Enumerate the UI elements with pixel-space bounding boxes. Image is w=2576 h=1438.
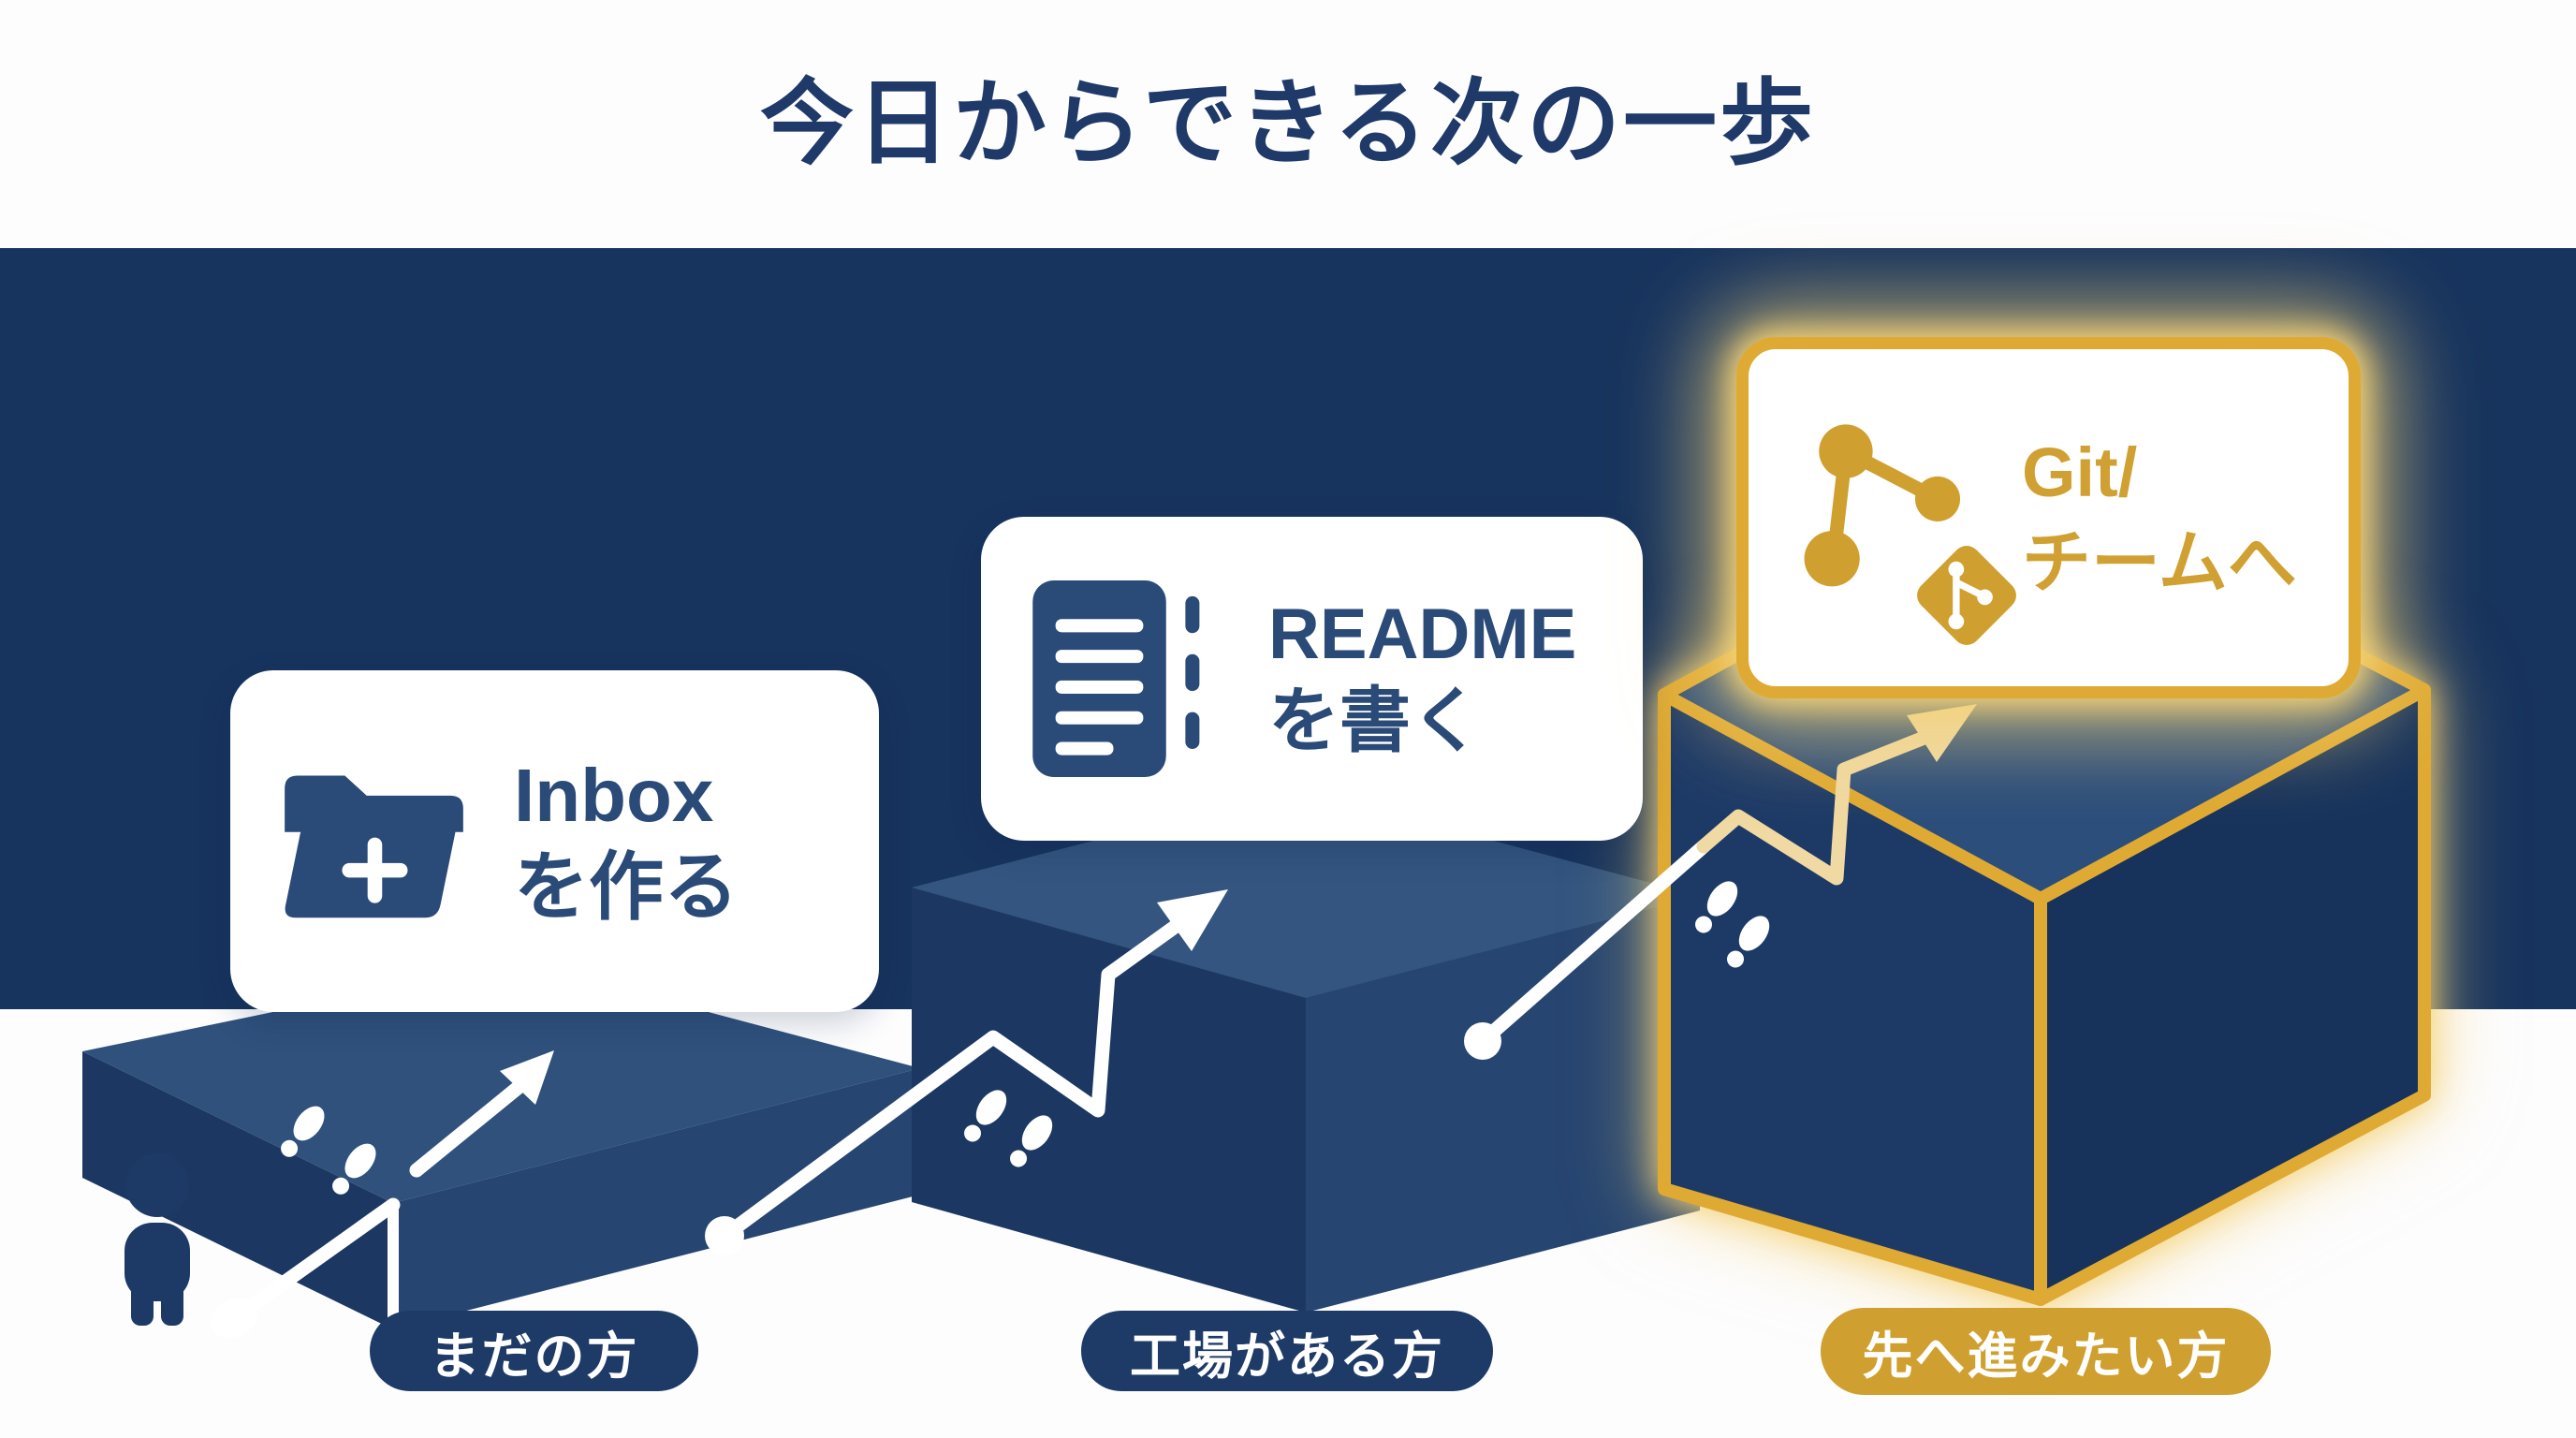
person-icon	[124, 1153, 190, 1326]
git-icons	[1773, 368, 2016, 668]
footprints-icon	[1695, 881, 1770, 968]
step-card-readme: README を書く	[981, 517, 1643, 841]
page-title: 今日からできる次の一歩	[760, 71, 1816, 176]
path-step1	[210, 1050, 554, 1339]
path-step2	[705, 889, 1228, 1255]
folder-plus-icon	[285, 774, 463, 917]
footprints-icon	[964, 1090, 1053, 1167]
step1-label-line1: Inbox	[514, 753, 714, 837]
step3-label-line2: チームへ	[2022, 523, 2297, 601]
audience-pill-go-further: 先へ進みたい方	[1821, 1308, 2271, 1395]
arrow-icon	[1157, 889, 1228, 951]
arrow-icon	[1907, 704, 1977, 762]
step2-label-line2: を書く	[1268, 682, 1482, 761]
audience-pill-not-yet: まだの方	[370, 1311, 698, 1391]
git-branch-icon	[1917, 546, 2016, 645]
share-network-icon	[1804, 424, 1961, 587]
step2-label-line1: README	[1268, 594, 1577, 675]
step3-label-line1: Git/	[2022, 433, 2138, 511]
step1-label-line2: を作る	[514, 844, 739, 929]
audience-pill-has-base: 工場がある方	[1081, 1311, 1493, 1391]
step-card-inbox: Inbox を作る	[230, 670, 879, 1012]
platform-step-1	[82, 961, 920, 1329]
arrow-icon	[500, 1050, 554, 1105]
document-icon	[1032, 580, 1200, 777]
path-step3	[1464, 704, 1977, 1060]
platform-step-2	[912, 788, 1700, 1313]
footprints-icon	[281, 1106, 376, 1195]
step-card-git: Git/ チームへ	[1736, 337, 2361, 698]
